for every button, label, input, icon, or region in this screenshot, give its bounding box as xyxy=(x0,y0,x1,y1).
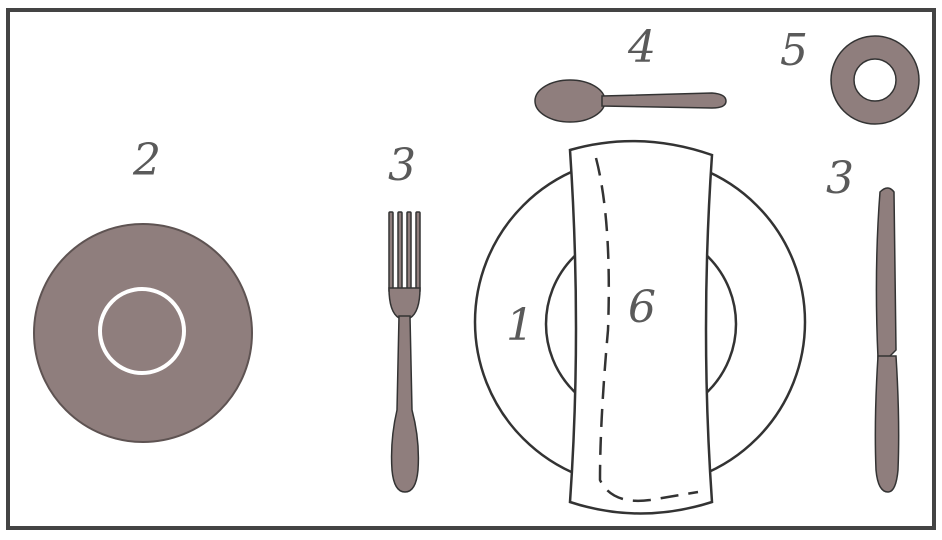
glass xyxy=(831,36,919,124)
label-glass: 5 xyxy=(780,25,808,76)
label-napkin: 6 xyxy=(628,282,656,333)
label-fork: 3 xyxy=(388,140,416,191)
bread-plate xyxy=(34,224,252,442)
knife xyxy=(875,188,898,492)
label-spoon: 4 xyxy=(627,22,656,73)
label-plate: 1 xyxy=(506,300,534,351)
label-knife: 3 xyxy=(826,153,854,204)
label-bread-plate: 2 xyxy=(132,135,161,186)
